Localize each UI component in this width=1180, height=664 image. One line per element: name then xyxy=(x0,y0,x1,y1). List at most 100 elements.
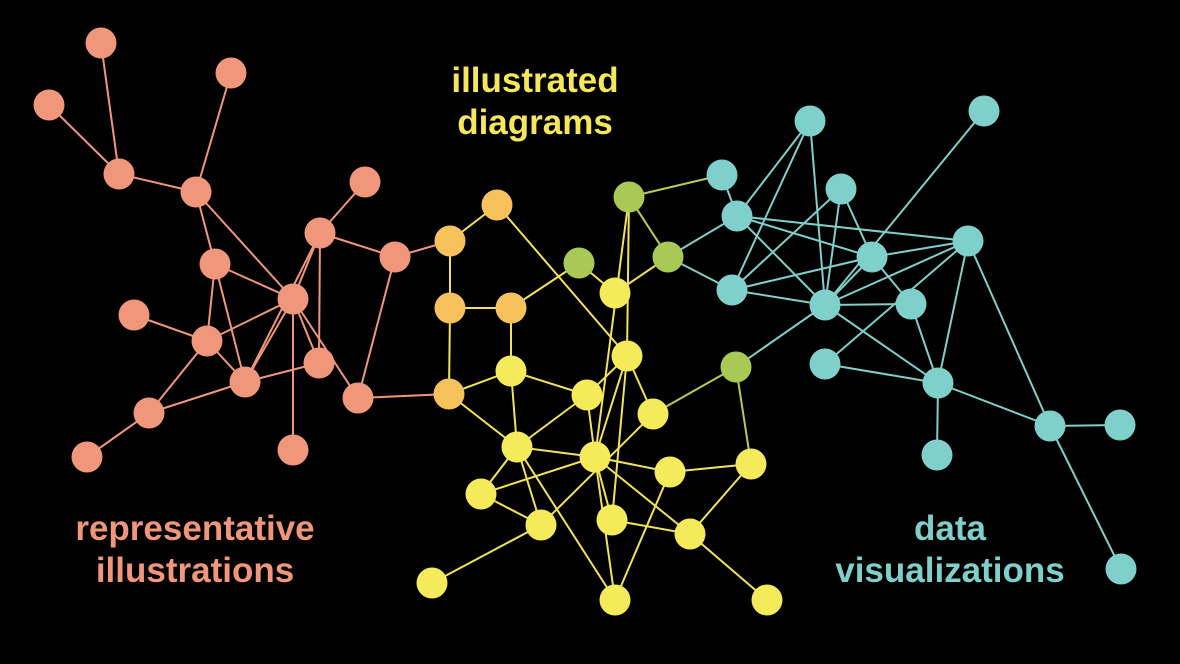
edge-g1-y7 xyxy=(594,196,630,458)
data-line1: data xyxy=(914,509,986,548)
node-salmon-s4 xyxy=(103,158,135,190)
node-teal-t16 xyxy=(1105,553,1137,585)
edge-y5-g4 xyxy=(652,366,737,415)
illustrated-line2: diagrams xyxy=(457,103,613,142)
node-yellow-y3 xyxy=(495,355,527,387)
edge-s11-s14 xyxy=(244,298,294,383)
node-yellow-y2 xyxy=(611,340,643,372)
node-yellow-y4 xyxy=(571,379,603,411)
edge-t1-t5 xyxy=(736,120,811,217)
node-orange-o5 xyxy=(433,378,465,410)
edge-y10-y7 xyxy=(480,456,596,495)
node-teal-t8 xyxy=(716,274,748,306)
node-teal-t2 xyxy=(968,95,1000,127)
edge-t8-t9 xyxy=(731,289,826,306)
edge-g4-y9 xyxy=(735,366,752,465)
node-yellow-y6 xyxy=(501,431,533,463)
node-green-g4 xyxy=(720,351,752,383)
edge-y13-y16 xyxy=(689,533,768,601)
node-salmon-s10 xyxy=(118,299,150,331)
edge-t5-t9 xyxy=(736,215,826,306)
edge-s1-s4 xyxy=(100,42,120,175)
node-yellow-y9 xyxy=(735,448,767,480)
data-visualizations-label: data visualizations xyxy=(790,508,1110,592)
node-layer xyxy=(33,27,1137,616)
edge-o1-y2 xyxy=(496,204,628,357)
node-yellow-y15 xyxy=(599,584,631,616)
node-yellow-y1 xyxy=(599,277,631,309)
node-yellow-y13 xyxy=(674,518,706,550)
edge-y6-y15 xyxy=(516,446,616,601)
edge-s7-s13 xyxy=(318,232,321,364)
node-salmon-s13 xyxy=(303,347,335,379)
representative-line2: illustrations xyxy=(95,551,295,590)
node-salmon-s2 xyxy=(215,57,247,89)
node-teal-t9 xyxy=(809,289,841,321)
node-teal-t10 xyxy=(895,288,927,320)
edge-t8-t6 xyxy=(731,256,873,291)
edge-t5-t6 xyxy=(736,215,873,258)
edge-y8-y15 xyxy=(614,471,671,601)
node-orange-o3 xyxy=(434,292,466,324)
edge-s3-s4 xyxy=(48,104,120,175)
edge-y2-y7 xyxy=(594,355,628,458)
node-yellow-y5 xyxy=(637,398,669,430)
node-yellow-y12 xyxy=(596,504,628,536)
node-salmon-s16 xyxy=(133,397,165,429)
illustrated-diagrams-label: illustrated diagrams xyxy=(415,60,655,144)
representative-line1: representative xyxy=(75,509,315,548)
node-orange-o2 xyxy=(434,225,466,257)
data-line2: visualizations xyxy=(835,551,1065,590)
edge-y7-y13 xyxy=(594,456,691,535)
edge-t7-t9 xyxy=(824,240,969,306)
edge-s14-s16 xyxy=(148,381,246,414)
node-salmon-s11 xyxy=(277,283,309,315)
edge-g1-y2 xyxy=(626,196,630,357)
representative-illustrations-label: representative illustrations xyxy=(40,508,350,592)
edge-t5-t7 xyxy=(736,215,969,242)
edge-s11-s12 xyxy=(206,298,294,342)
edge-t1-t9 xyxy=(809,120,826,306)
node-teal-t13 xyxy=(921,439,953,471)
node-teal-t3 xyxy=(706,159,738,191)
edge-t14-t16 xyxy=(1049,425,1122,570)
edge-t4-t8 xyxy=(731,188,842,291)
node-salmon-s9 xyxy=(379,241,411,273)
node-salmon-s5 xyxy=(180,176,212,208)
node-salmon-s15 xyxy=(342,382,374,414)
edge-t9-t12 xyxy=(824,304,939,384)
node-salmon-s7 xyxy=(304,217,336,249)
edge-y2-y12 xyxy=(611,355,628,521)
edge-s9-s15 xyxy=(357,256,396,399)
node-yellow-y10 xyxy=(465,478,497,510)
node-teal-t11 xyxy=(809,348,841,380)
node-salmon-s6 xyxy=(349,166,381,198)
node-orange-o1 xyxy=(481,189,513,221)
edge-t4-t9 xyxy=(824,188,842,306)
node-yellow-y16 xyxy=(751,584,783,616)
node-teal-t14 xyxy=(1034,410,1066,442)
edge-t1-t8 xyxy=(731,120,811,291)
node-salmon-s3 xyxy=(33,89,65,121)
edge-g1-t3 xyxy=(628,174,723,198)
edge-s2-s5 xyxy=(195,72,232,193)
node-salmon-s8 xyxy=(199,248,231,280)
node-salmon-s12 xyxy=(191,325,223,357)
edge-t12-t14 xyxy=(937,382,1051,427)
node-yellow-y11 xyxy=(525,509,557,541)
edge-g4-t9 xyxy=(735,304,826,368)
node-teal-t12 xyxy=(922,367,954,399)
edge-s5-s11 xyxy=(195,191,294,300)
node-salmon-s17 xyxy=(71,441,103,473)
edge-t7-t12 xyxy=(937,240,969,384)
edge-s11-s15 xyxy=(292,298,359,399)
node-green-g1 xyxy=(613,181,645,213)
edge-s8-s14 xyxy=(214,263,246,383)
node-teal-t7 xyxy=(952,225,984,257)
node-yellow-y7 xyxy=(579,441,611,473)
node-yellow-y14 xyxy=(416,567,448,599)
illustrated-line1: illustrated xyxy=(451,61,619,100)
edge-y11-y14 xyxy=(431,524,542,584)
node-salmon-s1 xyxy=(85,27,117,59)
